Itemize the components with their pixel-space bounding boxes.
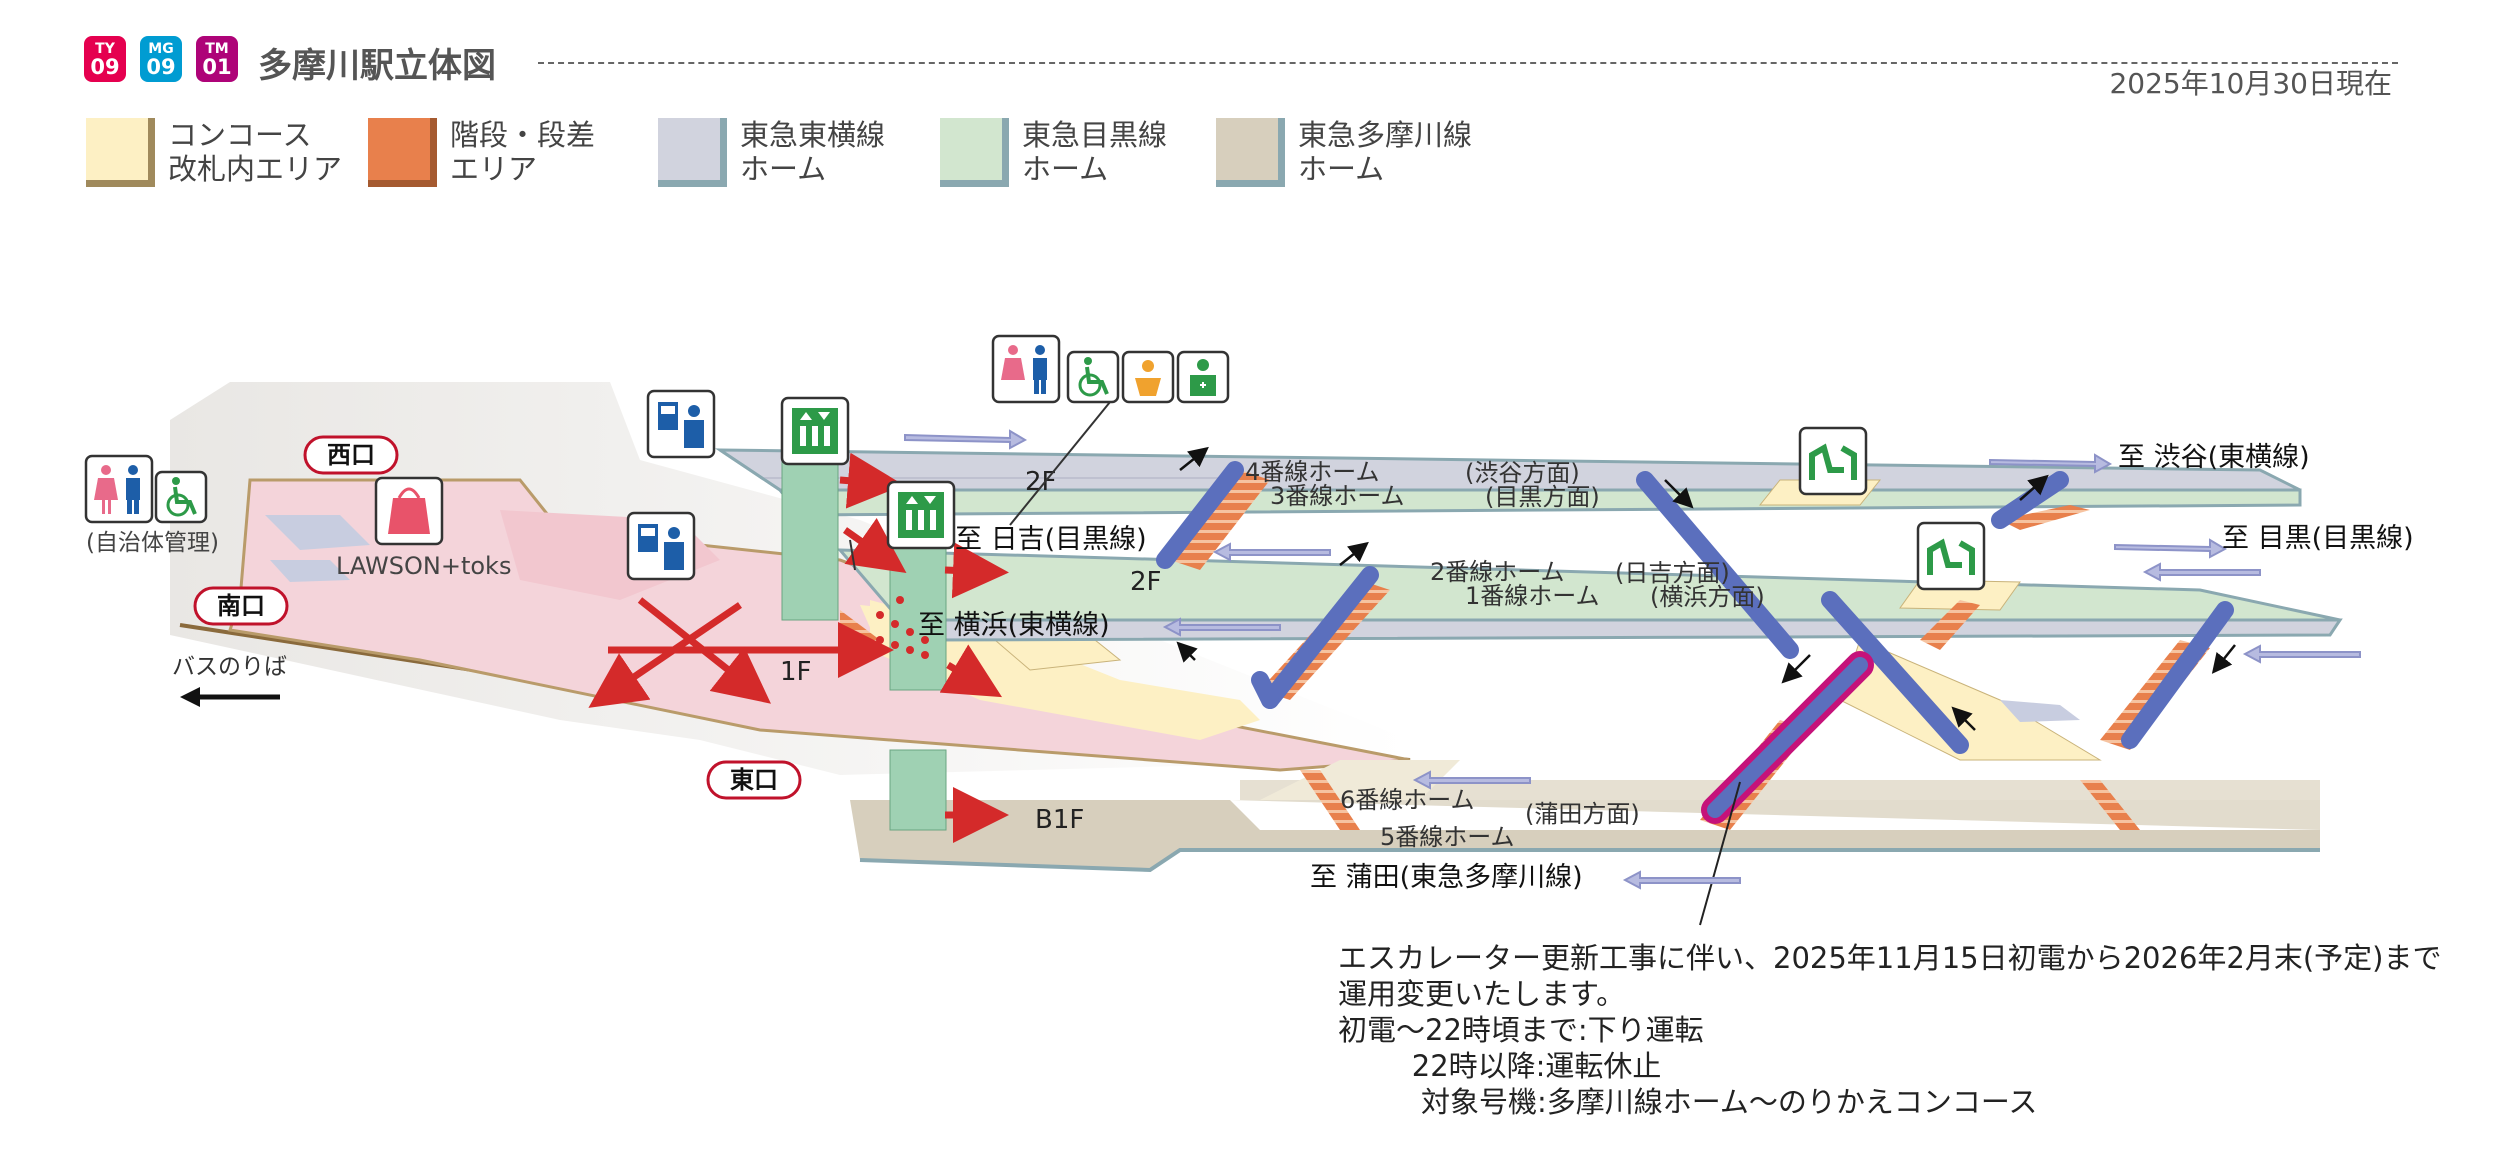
line-badge-code: MG (148, 41, 174, 57)
train-direction-arrows (904, 429, 2361, 890)
legend-label: 東急東横線 ホーム (740, 118, 886, 186)
wheelchair-icon[interactable] (154, 470, 208, 524)
platform-2-label: 2番線ホーム (1430, 558, 1565, 586)
escalators (1156, 461, 2234, 754)
line-badge-tamagawa: TM 01 (196, 36, 238, 82)
legend-label: コンコース 改札内エリア (168, 118, 343, 186)
elevator-icon[interactable] (886, 480, 956, 550)
notice-line: 初電〜22時頃まで:下り運転 (1338, 1013, 1704, 1047)
legend-swatch (940, 118, 1009, 187)
tamagawa-platform (850, 760, 2320, 873)
floor-label-upper-2f: 2F (1025, 467, 1057, 497)
date-label: 2025年10月30日現在 (2109, 67, 2392, 100)
legend-label: 東急目黒線 ホーム (1022, 118, 1168, 186)
legend-swatch (658, 118, 727, 187)
line-badge-toyoko: TY 09 (84, 36, 126, 82)
direction-kamata: (蒲田方面) (1525, 800, 1640, 828)
destination-shibuya: 至 渋谷(東横線) (2118, 442, 2310, 473)
bus-stop-label: バスのりば (172, 654, 287, 680)
notice-line: 22時以降:運転休止 (1338, 1049, 1662, 1083)
direction-meguro: (目黒方面) (1485, 483, 1600, 511)
highlighted-escalator (1699, 651, 1874, 926)
line-badge-code: TY (95, 41, 115, 57)
restroom-icon[interactable] (991, 334, 1061, 404)
direction-yokohama: (横浜方面) (1650, 583, 1765, 611)
exit-east-label: 東口 (730, 766, 778, 794)
destination-yokohama: 至 横浜(東横線) (918, 610, 1110, 641)
notice-line: 対象号機:多摩川線ホーム〜のりかえコンコース (1338, 1085, 2038, 1119)
ticket-machine-icon[interactable] (646, 389, 716, 459)
transfer-dots (876, 596, 929, 659)
line-badge-number: 09 (90, 55, 120, 79)
platform-4-label: 4番線ホーム (1245, 458, 1380, 486)
header-divider (538, 62, 2398, 64)
exit-west[interactable]: 西口 (303, 435, 399, 475)
escalator-direction-arrows (1176, 446, 2236, 731)
legend-swatch (1216, 118, 1285, 187)
page-title: 多摩川駅立体図 (258, 46, 496, 86)
escalator-construction-notice: エスカレーター更新工事に伴い、2025年11月15日初電から2026年2月末(予… (1338, 940, 2442, 1120)
notice-line: エスカレーター更新工事に伴い、2025年11月15日初電から2026年2月末(予… (1338, 941, 2442, 975)
elevator-icon[interactable] (780, 396, 850, 466)
destination-meguro: 至 目黒(目黒線) (2222, 523, 2414, 554)
floor-label-b1f: B1F (1035, 805, 1084, 835)
legend-label: 階段・段差 エリア (450, 118, 596, 186)
destination-hiyoshi: 至 日吉(目黒線) (955, 524, 1147, 555)
floor-label-1f: 1F (780, 657, 812, 687)
exit-south-label: 南口 (217, 592, 265, 620)
platform-6-label: 6番線ホーム (1340, 786, 1475, 814)
exit-west-label: 西口 (327, 441, 375, 469)
baby-care-icon[interactable] (1121, 350, 1175, 404)
shopping-bag-icon[interactable] (374, 476, 444, 546)
walking-routes (588, 452, 1009, 843)
transfer-seat-icon[interactable] (1798, 426, 1868, 496)
line-badge-number: 09 (146, 55, 176, 79)
municipal-label: (自治体管理) (86, 530, 219, 556)
direction-hiyoshi: (日吉方面) (1615, 559, 1730, 587)
ticket-machine-icon[interactable] (626, 511, 696, 581)
direction-shibuya: (渋谷方面) (1465, 459, 1580, 487)
notice-line: 運用変更いたします。 (1338, 977, 1626, 1011)
transfer-seat-icon[interactable] (1916, 521, 1986, 591)
platform-3-label: 3番線ホーム (1270, 482, 1405, 510)
exit-east[interactable]: 東口 (706, 760, 802, 800)
restroom-icon[interactable] (84, 454, 154, 524)
line-badge-number: 01 (202, 55, 232, 79)
shop-label: LAWSON+toks (336, 552, 511, 580)
destination-kamata: 至 蒲田(東急多摩川線) (1310, 862, 1583, 893)
platform-5-label: 5番線ホーム (1380, 823, 1515, 851)
wheelchair-icon[interactable] (1066, 350, 1120, 404)
platform-1-label: 1番線ホーム (1465, 582, 1600, 610)
exit-south[interactable]: 南口 (193, 586, 289, 626)
floor-label-lower-2f: 2F (1130, 567, 1162, 597)
line-badge-meguro: MG 09 (140, 36, 182, 82)
multipurpose-room-icon[interactable] (1176, 350, 1230, 404)
legend-swatch (368, 118, 437, 187)
line-badge-code: TM (205, 41, 229, 57)
bus-arrow (180, 687, 280, 707)
legend-label: 東急多摩川線 ホーム (1298, 118, 1473, 186)
legend-swatch (86, 118, 155, 187)
upper-platforms (714, 448, 2302, 517)
